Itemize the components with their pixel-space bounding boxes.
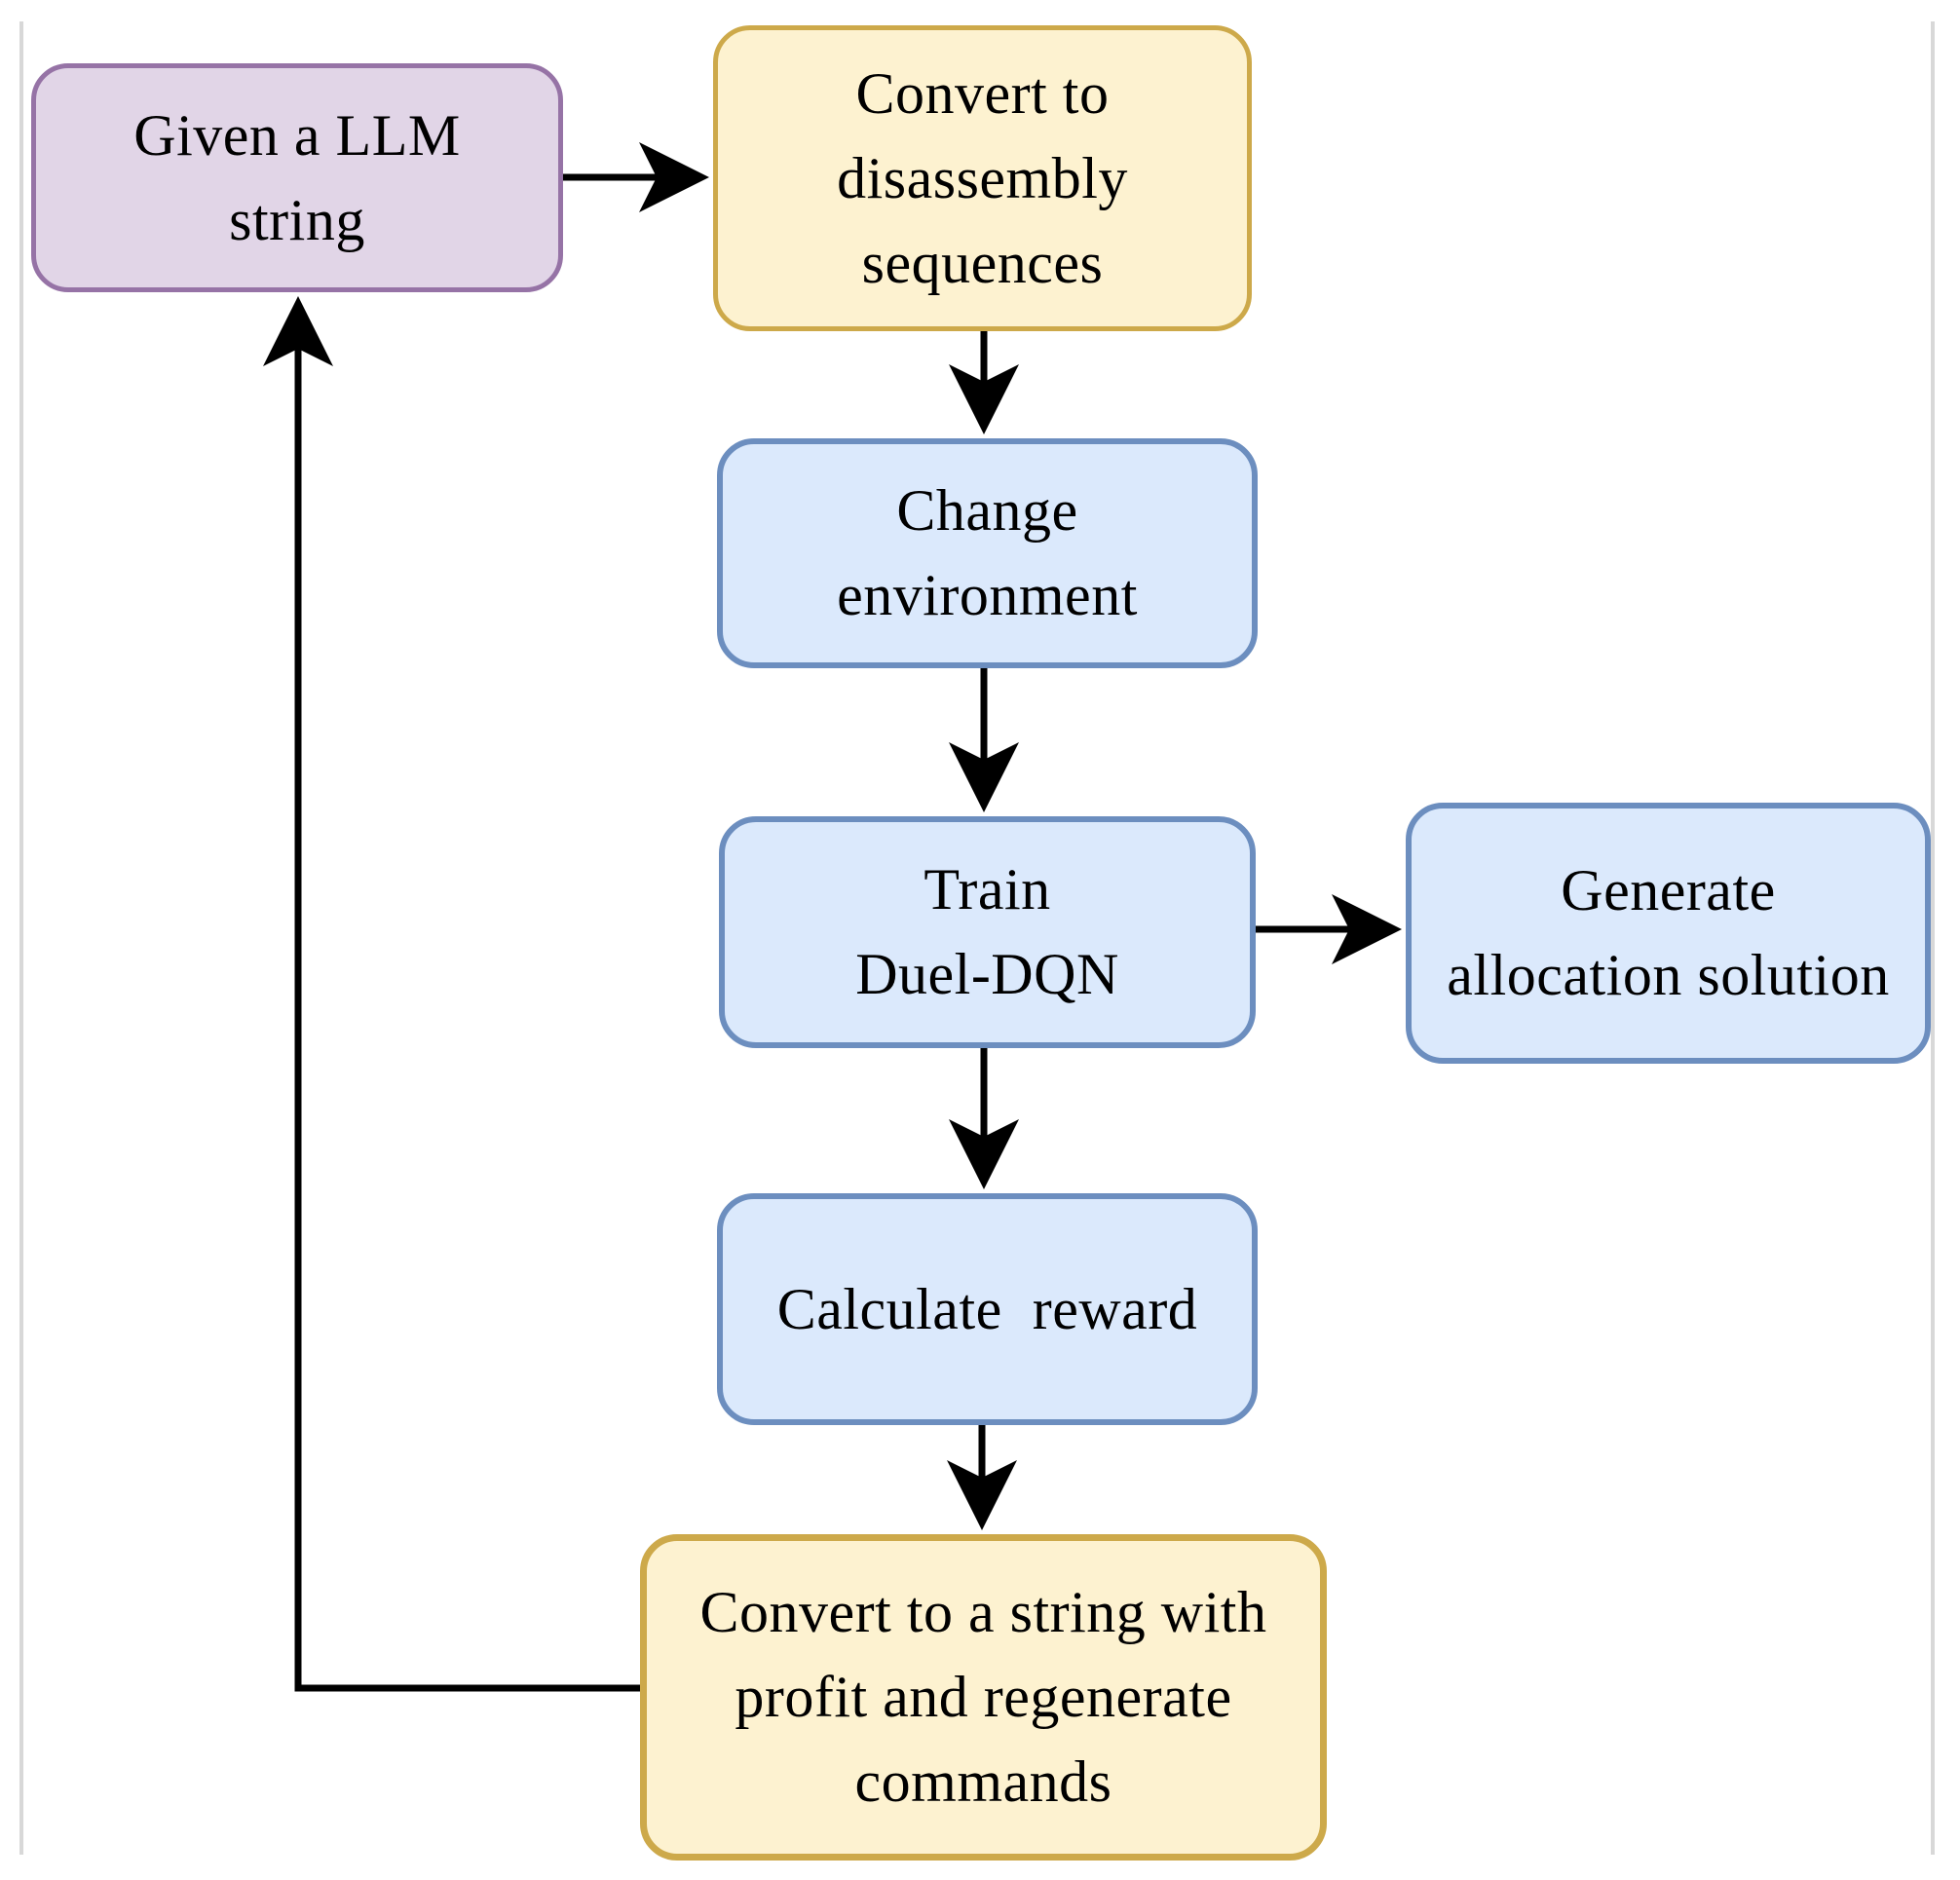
edge-environment-to-train <box>949 668 1019 812</box>
node-convert-disassembly-label: Convert to disassembly sequences <box>837 60 1128 295</box>
node-convert-disassembly: Convert to disassembly sequences <box>713 25 1252 331</box>
edge-reward-to-string <box>947 1425 1017 1530</box>
node-change-environment: Change environment <box>717 438 1258 668</box>
node-calculate-reward-label: Calculate reward <box>776 1276 1198 1341</box>
figure-frame-right-line <box>1931 21 1935 1855</box>
edge-train-to-allocation <box>1256 894 1402 964</box>
edge-train-to-reward <box>949 1048 1019 1189</box>
node-convert-string-profit: Convert to a string with profit and rege… <box>640 1534 1327 1861</box>
node-given-llm-string-label: Given a LLM string <box>133 102 461 252</box>
node-given-llm-string: Given a LLM string <box>31 63 563 292</box>
figure-frame-left-line <box>19 21 23 1855</box>
node-generate-allocation-label: Generate allocation solution <box>1447 858 1890 1007</box>
edge-llm-to-disassembly <box>563 142 709 212</box>
node-change-environment-label: Change environment <box>837 478 1138 627</box>
node-train-duel-dqn: Train Duel-DQN <box>719 816 1256 1048</box>
node-generate-allocation: Generate allocation solution <box>1406 803 1931 1064</box>
node-calculate-reward: Calculate reward <box>717 1193 1258 1425</box>
edge-loop-back-to-llm <box>263 296 640 1692</box>
node-convert-string-profit-label: Convert to a string with profit and rege… <box>699 1580 1267 1814</box>
node-train-duel-dqn-label: Train Duel-DQN <box>855 857 1119 1006</box>
edge-disassembly-to-environment <box>949 331 1019 434</box>
